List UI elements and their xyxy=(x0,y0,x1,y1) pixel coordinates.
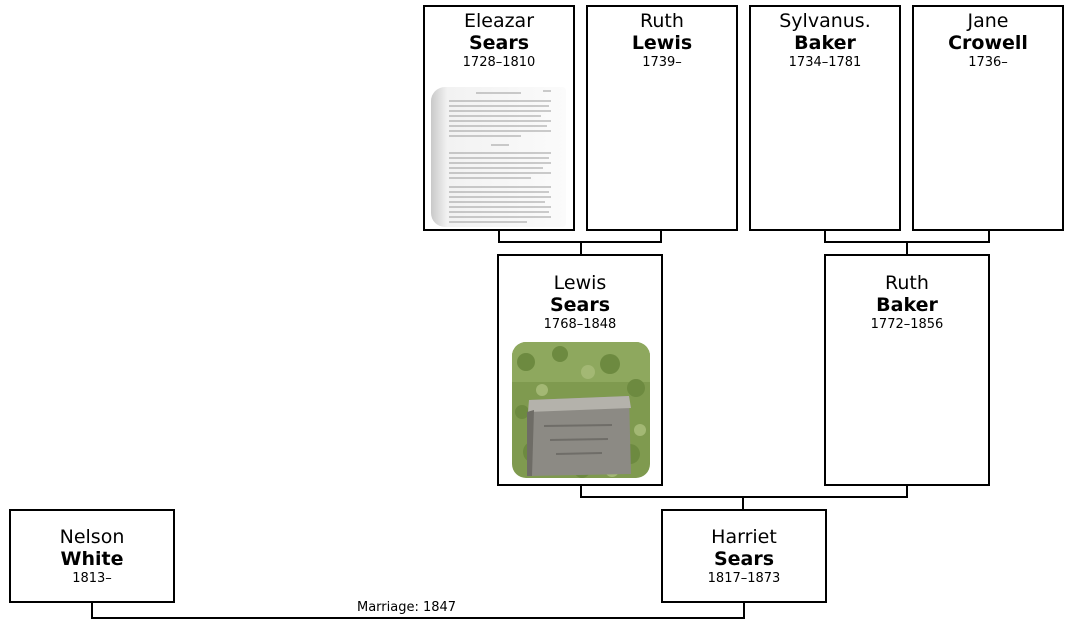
given-name: Nelson xyxy=(59,526,125,548)
person-card-ruth-lewis[interactable]: Ruth Lewis 1739– xyxy=(586,5,738,231)
marriage-label: Marriage: 1847 xyxy=(354,600,460,615)
life-dates: 1728–1810 xyxy=(462,55,536,70)
connector-stem-ruth-baker xyxy=(906,241,908,256)
life-dates: 1813– xyxy=(72,571,112,586)
surname: Sears xyxy=(713,548,775,570)
surname: Crowell xyxy=(948,32,1028,54)
person-card-harriet-sears[interactable]: Harriet Sears 1817–1873 xyxy=(661,509,827,603)
life-dates: 1772–1856 xyxy=(870,317,944,332)
given-name: Eleazar xyxy=(463,10,535,32)
surname: Sears xyxy=(549,294,611,316)
given-name: Jane xyxy=(967,10,1009,32)
given-name: Lewis xyxy=(553,272,607,294)
surname: Baker xyxy=(876,294,938,316)
given-name: Sylvanus. xyxy=(779,10,871,32)
person-card-eleazar-sears[interactable]: Eleazar Sears 1728–1810 xyxy=(423,5,575,231)
given-name: Ruth xyxy=(640,10,684,32)
person-card-sylvanus-baker[interactable]: Sylvanus. Baker 1734–1781 xyxy=(749,5,901,231)
surname: Lewis xyxy=(631,32,693,54)
person-card-nelson-white[interactable]: Nelson White 1813– xyxy=(9,509,175,603)
marriage-connector xyxy=(91,603,745,619)
document-scan-photo[interactable] xyxy=(431,87,566,227)
life-dates: 1736– xyxy=(968,55,1008,70)
surname: White xyxy=(60,548,124,570)
surname: Baker xyxy=(794,32,856,54)
person-card-lewis-sears[interactable]: Lewis Sears 1768–1848 xyxy=(497,254,663,486)
connector-stem-lewis xyxy=(580,241,582,256)
life-dates: 1768–1848 xyxy=(543,317,617,332)
connector-lewis-ruth xyxy=(580,484,908,498)
life-dates: 1739– xyxy=(642,55,682,70)
connector-stem-harriet xyxy=(742,496,744,511)
person-card-jane-crowell[interactable]: Jane Crowell 1736– xyxy=(912,5,1064,231)
given-name: Harriet xyxy=(711,526,777,548)
life-dates: 1817–1873 xyxy=(707,571,781,586)
given-name: Ruth xyxy=(885,272,929,294)
life-dates: 1734–1781 xyxy=(788,55,862,70)
surname: Sears xyxy=(468,32,530,54)
gravestone-photo[interactable] xyxy=(512,342,650,478)
person-card-ruth-baker[interactable]: Ruth Baker 1772–1856 xyxy=(824,254,990,486)
